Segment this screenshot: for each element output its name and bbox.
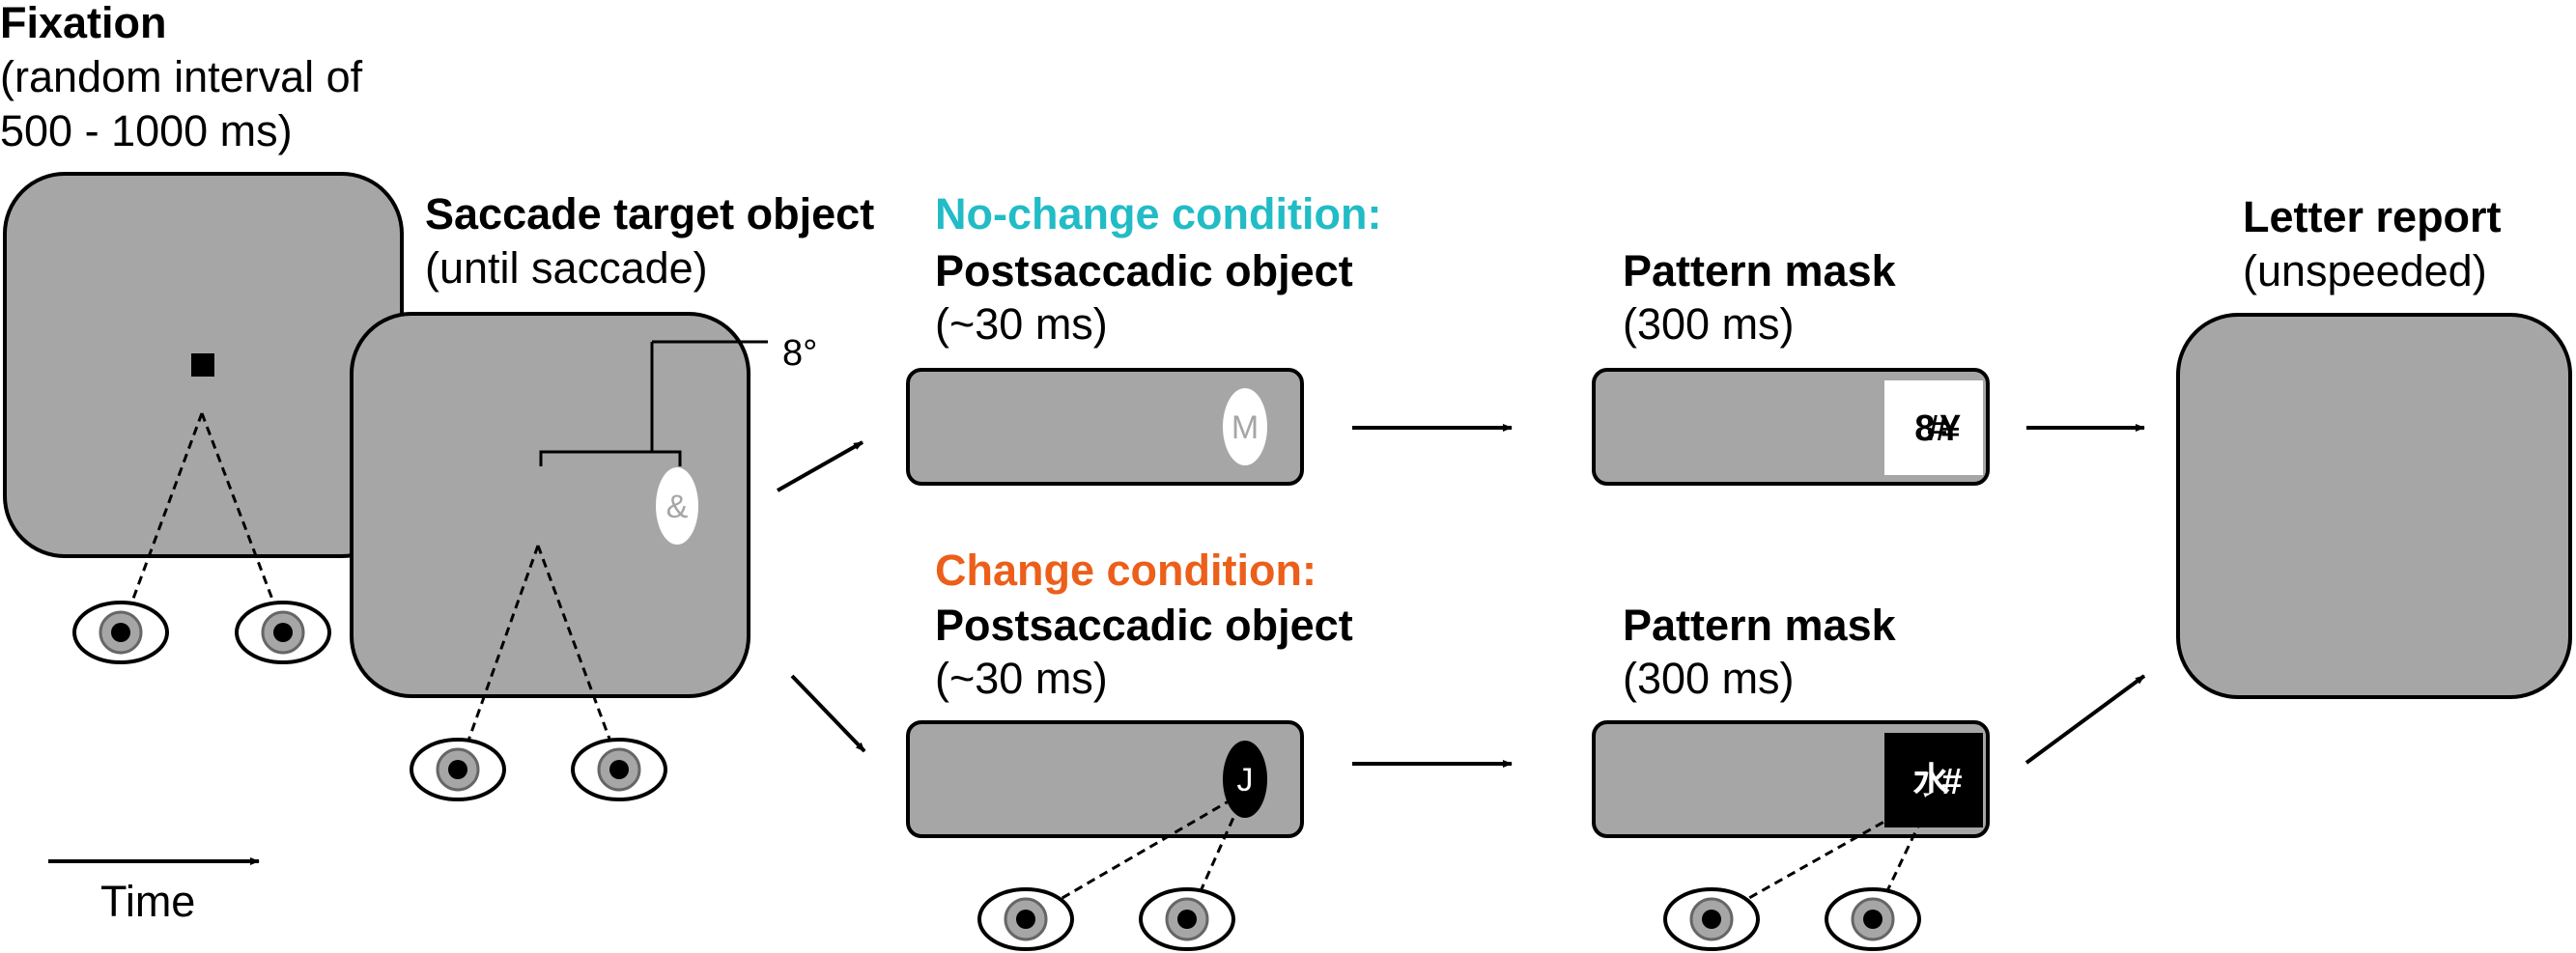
saccade-target-char: & — [666, 489, 689, 525]
saccade-eye-left-icon — [410, 738, 506, 801]
mask-eye-right-icon — [1825, 887, 1921, 951]
mask-eye-left-icon — [1663, 887, 1760, 951]
saccade-target-title: Saccade target object — [425, 189, 875, 238]
letter-report-screen — [2176, 313, 2572, 699]
arrow-to-change — [790, 674, 866, 753]
change-eye-right-icon — [1139, 887, 1235, 951]
change-condition-label: Change condition: — [935, 546, 1316, 595]
no-change-duration: (~30 ms) — [935, 299, 1108, 349]
no-change-postsaccadic-title: Postsaccadic object — [935, 246, 1353, 295]
fixation-point — [191, 353, 214, 377]
time-label: Time — [100, 877, 196, 926]
fixation-interval-line1: (random interval of — [0, 52, 363, 101]
eccentricity-bracket — [539, 340, 768, 466]
change-duration: (~30 ms) — [935, 654, 1108, 703]
no-change-condition-label: No-change condition: — [935, 189, 1382, 238]
letter-report-subtitle: (unspeeded) — [2243, 246, 2487, 295]
fixation-interval-line2: 500 - 1000 ms) — [0, 106, 293, 155]
change-eye-left-icon — [977, 887, 1074, 951]
fixation-eye-right-icon — [235, 601, 331, 664]
eccentricity-label: 8° — [782, 333, 817, 374]
change-object — [1223, 741, 1267, 818]
no-change-object-char: M — [1231, 409, 1259, 446]
mask-top-patch — [1884, 380, 1983, 475]
letter-report-title: Letter report — [2243, 192, 2502, 241]
mask-bottom-duration: (300 ms) — [1623, 654, 1795, 703]
saccade-gaze-lines — [457, 545, 622, 769]
arrow-to-no-change — [777, 440, 863, 492]
saccade-eye-right-icon — [571, 738, 667, 801]
fixation-title: Fixation — [0, 0, 167, 47]
mask-top-duration: (300 ms) — [1623, 299, 1795, 349]
fixation-eye-left-icon — [72, 601, 169, 664]
saccade-target-subtitle: (until saccade) — [425, 243, 708, 293]
change-postsaccadic-title: Postsaccadic object — [935, 601, 1353, 650]
change-object-char: J — [1237, 762, 1254, 799]
fixation-gaze-lines — [119, 412, 287, 633]
mask-bottom-title: Pattern mask — [1623, 601, 1896, 650]
mask-top-title: Pattern mask — [1623, 246, 1896, 295]
arrow-mask-bottom-to-report — [2024, 674, 2146, 765]
saccade-target-object — [656, 467, 698, 545]
no-change-object — [1223, 388, 1267, 465]
